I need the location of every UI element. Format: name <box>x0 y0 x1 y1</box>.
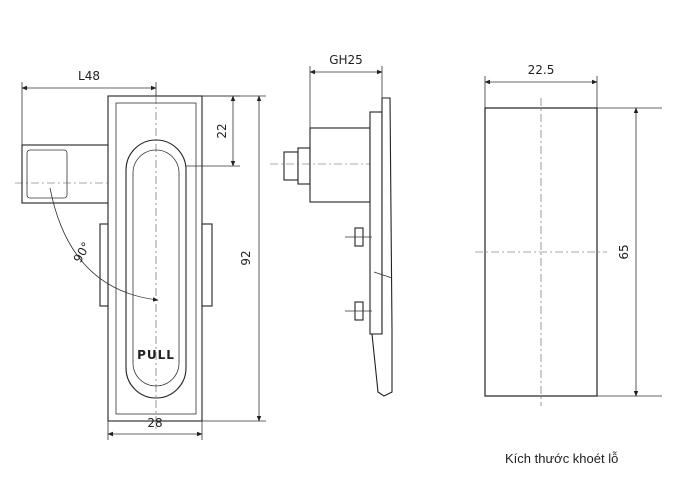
d28-label: 28 <box>147 416 162 430</box>
side-panel <box>371 97 393 397</box>
pull-label: PULL <box>137 348 175 362</box>
gh25-label: GH25 <box>329 53 363 67</box>
l48-label: L48 <box>78 69 100 83</box>
side-handle-hint <box>373 271 393 279</box>
key-cylinder <box>21 144 111 204</box>
d65-label: 65 <box>617 244 631 259</box>
cutout-rectangle <box>484 107 598 397</box>
side-ear-left <box>99 223 109 307</box>
cutout-view: 22.5 65 <box>475 63 662 406</box>
cutout-caption: Kích thước khoét lỗ <box>505 451 619 466</box>
d92-label: 92 <box>239 250 253 265</box>
angle-label: 90° <box>71 240 94 265</box>
side-ear-right <box>201 223 213 307</box>
rotation-arc <box>49 187 159 302</box>
front-view: PULL 90° L48 22 92 28 <box>15 69 266 440</box>
d22_5-label: 22.5 <box>528 63 555 77</box>
key-slot <box>26 149 68 199</box>
side-view: GH25 <box>270 53 393 397</box>
side-nut <box>283 151 299 181</box>
d22-label: 22 <box>215 123 229 138</box>
side-cylinder <box>309 127 371 203</box>
side-washer <box>297 147 311 185</box>
side-mount-plate <box>369 111 383 335</box>
